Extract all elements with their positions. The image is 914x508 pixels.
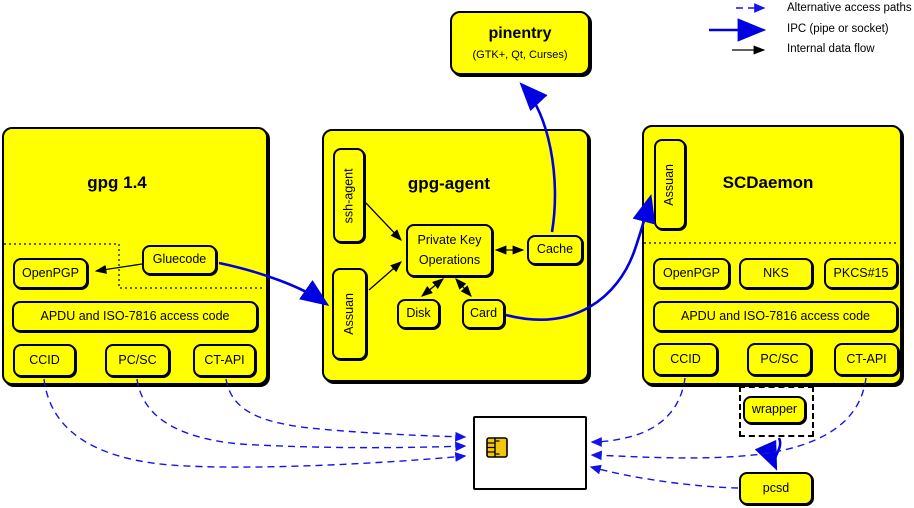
node-pinentry: pinentry (GTK+, Qt, Curses) xyxy=(450,11,590,75)
node-scdaemon-pcsc: PC/SC xyxy=(747,343,812,376)
scdaemon-title: SCDaemon xyxy=(722,173,814,192)
smartcard xyxy=(473,416,587,490)
edge-pcsd-smartcard xyxy=(589,464,739,489)
node-gpg14-openpgp: OpenPGP xyxy=(13,258,88,289)
pinentry-subtitle: (GTK+, Qt, Curses) xyxy=(472,49,568,61)
legend-internal-label: Internal data flow xyxy=(787,43,875,55)
node-scdaemon-nks: NKS xyxy=(739,258,813,289)
gpg14-title: gpg 1.4 xyxy=(87,173,147,192)
container-gpg-agent: gpg-agent ssh-agent Assuan Private Key O… xyxy=(322,129,589,382)
legend-alt-label: Alternative access paths xyxy=(787,2,912,14)
edge-gpg14-ctapi-smartcard xyxy=(225,378,467,442)
node-gpg-agent-ssh-agent: ssh-agent xyxy=(333,148,365,243)
wrapper-dashed-zone: wrapper xyxy=(739,386,814,437)
node-scdaemon-ctapi: CT-API xyxy=(834,343,899,376)
node-scdaemon-assuan: Assuan xyxy=(654,139,686,230)
edge-scdaemon-ctapi-smartcard xyxy=(590,377,867,461)
edge-gpg14-ccid-smartcard xyxy=(43,378,467,468)
node-disk: Disk xyxy=(397,299,440,329)
smartcard-chip-icon xyxy=(486,437,508,458)
legend-ipc-label: IPC (pipe or socket) xyxy=(787,23,889,35)
node-scdaemon-pkcs15: PKCS#15 xyxy=(824,258,898,289)
node-cache: Cache xyxy=(527,235,583,265)
node-scdaemon-ccid: CCID xyxy=(653,343,718,376)
node-wrapper: wrapper xyxy=(743,396,806,424)
node-gpg14-ctapi: CT-API xyxy=(193,344,256,377)
pinentry-title: pinentry xyxy=(488,25,552,42)
node-private-key-operations: Private Key Operations xyxy=(406,224,493,277)
node-gpg-agent-assuan: Assuan xyxy=(332,268,367,360)
edge-scdaemon-ccid-smartcard xyxy=(590,377,686,447)
node-pcsd: pcsd xyxy=(739,472,813,505)
container-scdaemon: SCDaemon Assuan OpenPGP NKS PKCS#15 APDU… xyxy=(642,125,902,385)
gpg-agent-title: gpg-agent xyxy=(407,174,491,193)
container-gpg14: gpg 1.4 OpenPGP Gluecode APDU and ISO-78… xyxy=(2,127,268,385)
node-scdaemon-openpgp: OpenPGP xyxy=(653,258,730,289)
edge-gpg14-pcsc-smartcard xyxy=(136,378,467,452)
node-gpg14-pcsc: PC/SC xyxy=(105,344,170,377)
node-gpg14-gluecode: Gluecode xyxy=(142,245,217,275)
node-card: Card xyxy=(462,299,505,329)
edge-wrapper-pcsd xyxy=(754,437,782,471)
node-gpg14-ccid: CCID xyxy=(13,344,76,377)
node-scdaemon-apdu: APDU and ISO-7816 access code xyxy=(653,301,898,332)
node-gpg14-apdu: APDU and ISO-7816 access code xyxy=(12,301,258,332)
